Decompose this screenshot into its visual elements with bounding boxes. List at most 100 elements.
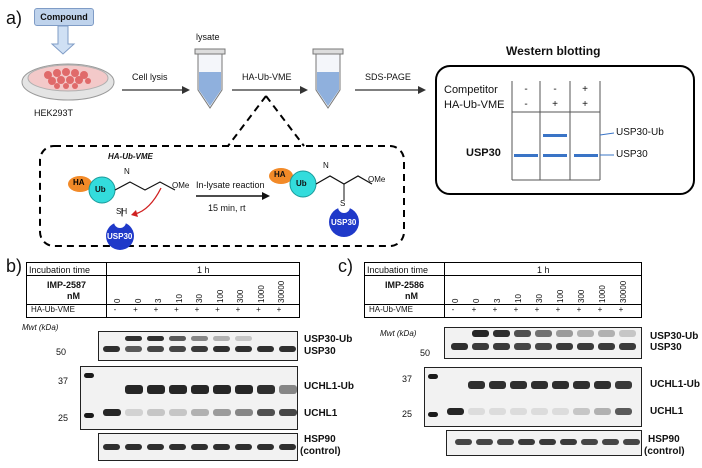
western-cell: - bbox=[553, 84, 557, 95]
mw-25-b: 25 bbox=[58, 413, 69, 423]
blot-band bbox=[615, 408, 632, 415]
incubation-value: 1 h bbox=[197, 265, 210, 275]
blot-band bbox=[103, 444, 120, 450]
blot-band bbox=[581, 439, 598, 445]
tube-icon bbox=[312, 48, 344, 109]
incubation-label: Incubation time bbox=[367, 265, 429, 275]
blot-band bbox=[279, 444, 296, 450]
blot-band bbox=[560, 439, 577, 445]
probe-sign: + bbox=[618, 305, 624, 314]
control-label-b: (control) bbox=[300, 446, 341, 457]
blot-band bbox=[602, 439, 619, 445]
uchl1-label-b: UCHL1 bbox=[304, 408, 338, 419]
blot-band bbox=[235, 409, 253, 416]
concentration-label: 30 bbox=[195, 294, 204, 303]
ladder-mark bbox=[428, 412, 438, 417]
blot-band bbox=[497, 439, 514, 445]
blot-uchl1-c bbox=[424, 367, 642, 427]
mw-37-b: 37 bbox=[58, 376, 69, 386]
blot-band bbox=[169, 444, 186, 450]
blot-band bbox=[531, 408, 548, 415]
blot-band bbox=[147, 385, 165, 394]
probe-sign: + bbox=[194, 305, 200, 314]
probe-sign: + bbox=[555, 305, 561, 314]
blot-hsp90-b bbox=[98, 433, 298, 461]
blot-band bbox=[539, 439, 556, 445]
usp30-right-label: USP30 bbox=[331, 218, 357, 227]
probe-sign: + bbox=[133, 305, 138, 314]
blot-band bbox=[577, 343, 594, 350]
probe-sign: + bbox=[153, 305, 159, 314]
western-cell: + bbox=[582, 99, 588, 110]
ub-label-left: Ub bbox=[95, 185, 106, 194]
blot-band bbox=[125, 385, 143, 394]
ome-label-right: OMe bbox=[368, 175, 386, 184]
blot-band bbox=[573, 408, 590, 415]
blot-band bbox=[615, 381, 632, 389]
blot-band bbox=[103, 409, 121, 416]
blot-band bbox=[103, 346, 120, 352]
blot-band bbox=[147, 336, 164, 341]
probe-sign: + bbox=[256, 305, 261, 314]
tube-icon bbox=[194, 48, 226, 109]
ha-tag-icon bbox=[269, 168, 293, 184]
usp30-left-label: USP30 bbox=[107, 232, 133, 241]
reaction-conditions: 15 min, rt bbox=[208, 203, 246, 213]
concentration-label: 0 bbox=[133, 298, 143, 303]
concentration-label: 1000 bbox=[598, 285, 607, 303]
usp30-enzyme-icon bbox=[106, 222, 134, 250]
probe-label: HA-Ub-VME bbox=[369, 305, 414, 314]
blot-band bbox=[573, 381, 590, 389]
s-label: S bbox=[340, 199, 346, 208]
blot-band bbox=[598, 330, 615, 337]
nh-label-right: N bbox=[323, 161, 329, 170]
ha-label-left: HA bbox=[73, 178, 85, 187]
blot-band bbox=[235, 444, 252, 450]
incubation-value: 1 h bbox=[537, 265, 550, 275]
blot-band bbox=[235, 385, 253, 394]
concentration-label: 1000 bbox=[256, 285, 266, 303]
usp30-enzyme-icon bbox=[329, 207, 359, 237]
blot-band bbox=[191, 444, 208, 450]
western-cell: - bbox=[524, 84, 528, 95]
blot-band bbox=[493, 343, 510, 350]
concentration-label: 0 bbox=[472, 298, 481, 303]
probe-sign: - bbox=[113, 305, 117, 314]
blot-band bbox=[191, 346, 208, 352]
blot-band bbox=[556, 330, 573, 337]
lysate-label: lysate bbox=[196, 32, 220, 42]
cells-icon bbox=[44, 68, 91, 89]
blot-band bbox=[125, 409, 143, 416]
western-protein-label: USP30 bbox=[466, 147, 501, 159]
blot-band bbox=[169, 346, 186, 352]
compound-label: IMP-2587 bbox=[47, 280, 87, 290]
blot-band bbox=[279, 346, 296, 352]
probe-sign: + bbox=[492, 305, 498, 314]
probe-sign: + bbox=[276, 305, 282, 314]
cell-line-label: HEK293T bbox=[34, 108, 74, 118]
blot-band bbox=[594, 381, 611, 389]
concentration-label: 3 bbox=[493, 298, 502, 303]
blot-band bbox=[169, 409, 187, 416]
blot-band bbox=[514, 330, 531, 337]
blot-band bbox=[468, 408, 485, 415]
blot-band bbox=[191, 385, 209, 394]
concentration-label: 30000 bbox=[277, 280, 286, 303]
blot-band bbox=[213, 444, 230, 450]
ub-label-right: Ub bbox=[296, 179, 307, 188]
blot-band bbox=[455, 439, 472, 445]
ome-label-left: OMe bbox=[172, 181, 190, 190]
blot-band bbox=[472, 330, 489, 337]
blot-band bbox=[191, 336, 208, 341]
step-probe: HA-Ub-VME bbox=[242, 72, 292, 82]
concentration-label: 300 bbox=[236, 289, 245, 303]
step-sds-page: SDS-PAGE bbox=[365, 72, 411, 82]
blot-band bbox=[535, 343, 552, 350]
blot-usp30-b bbox=[98, 331, 298, 361]
concentration-label: 3 bbox=[154, 298, 163, 303]
incubation-label: Incubation time bbox=[29, 265, 91, 275]
blot-band bbox=[552, 408, 569, 415]
concentration-label: 30000 bbox=[619, 280, 628, 303]
blot-band bbox=[518, 439, 535, 445]
ladder-mark bbox=[428, 374, 438, 379]
